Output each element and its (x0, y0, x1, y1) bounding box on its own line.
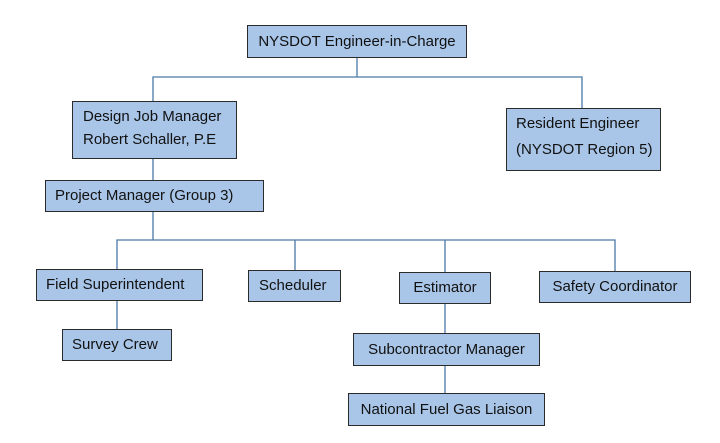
node-label: Subcontractor Manager (368, 340, 525, 358)
node-label-line1: Resident Engineer (516, 115, 640, 132)
node-estimator: Estimator (399, 272, 491, 304)
node-resident-engineer: Resident Engineer (NYSDOT Region 5) (506, 108, 661, 171)
node-subcontractor-manager: Subcontractor Manager (353, 333, 540, 366)
connector-pm-team (116, 212, 616, 272)
node-label-line2: Robert Schaller, P.E (83, 131, 217, 148)
node-label-line1: Design Job Manager (83, 108, 222, 125)
node-survey-crew: Survey Crew (62, 329, 172, 361)
node-field-superintendent: Field Superintendent (36, 269, 203, 301)
node-label: National Fuel Gas Liaison (360, 400, 533, 418)
node-project-manager: Project Manager (Group 3) (45, 180, 264, 212)
node-label: Safety Coordinator (552, 278, 678, 295)
node-design-job-manager: Design Job Manager Robert Schaller, P.E (72, 101, 237, 159)
node-engineer-in-charge: NYSDOT Engineer-in-Charge (247, 25, 467, 58)
connector-root (152, 57, 583, 108)
node-label: Field Superintendent (46, 276, 185, 293)
node-label: Survey Crew (72, 336, 158, 353)
node-scheduler: Scheduler (248, 270, 341, 302)
node-safety-coordinator: Safety Coordinator (539, 271, 691, 303)
node-label-line2: (NYSDOT Region 5) (516, 141, 653, 158)
node-label: Estimator (413, 279, 477, 296)
node-label: NYSDOT Engineer-in-Charge (258, 32, 456, 50)
node-national-fuel-gas-liaison: National Fuel Gas Liaison (348, 393, 545, 426)
node-label: Scheduler (259, 277, 327, 294)
node-label: Project Manager (Group 3) (55, 187, 234, 204)
